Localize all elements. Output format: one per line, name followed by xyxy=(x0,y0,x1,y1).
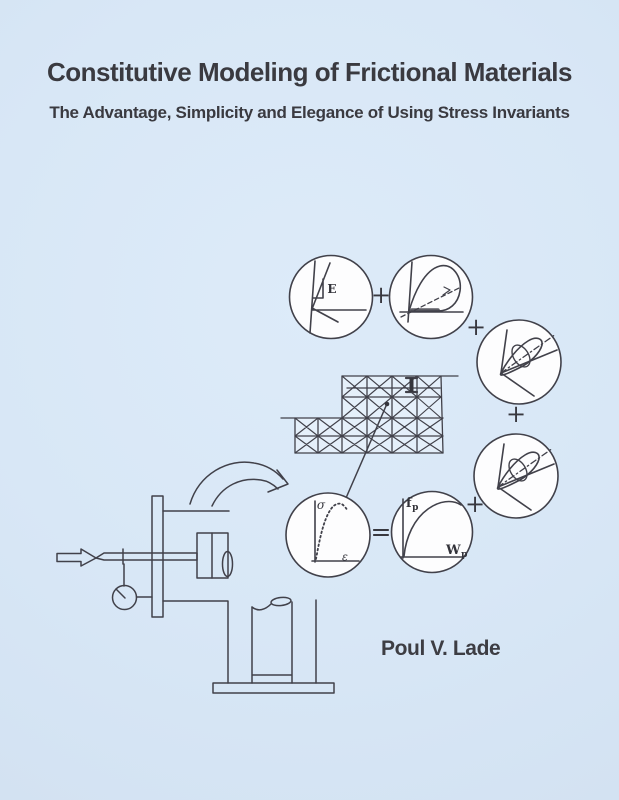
plus-operator: + xyxy=(464,490,486,518)
elastic-modulus-label: E xyxy=(327,282,337,296)
plastic-potential-circle xyxy=(473,433,559,519)
highlighted-element-marker xyxy=(404,376,419,394)
curved-arrow xyxy=(189,461,289,507)
stress-axis-label: σ xyxy=(316,498,326,512)
equals-operator: = xyxy=(370,517,392,547)
reaction-plate xyxy=(151,495,164,618)
loading-rod xyxy=(95,552,198,561)
load-arrow xyxy=(56,548,97,567)
finite-element-mesh xyxy=(280,375,459,454)
stress-strain-curve xyxy=(315,502,348,560)
base-plate xyxy=(212,682,335,694)
hardening-curve xyxy=(403,500,462,557)
pressure-gauge xyxy=(111,584,138,611)
plus-operator: + xyxy=(465,313,487,341)
book-subtitle: The Advantage, Simplicity and Elegance o… xyxy=(49,103,570,122)
axis-arrow-tick xyxy=(442,286,451,296)
soil-specimen xyxy=(251,596,293,684)
mesh-diagonals xyxy=(294,375,444,454)
hydrostatic-axis-dashed xyxy=(400,287,460,318)
mesh-sample-point xyxy=(384,401,390,407)
plastic-work-label: Wp xyxy=(446,543,468,560)
hardening-function-label: fp xyxy=(406,496,419,513)
plus-operator: + xyxy=(370,281,392,309)
plus-operator: + xyxy=(505,400,527,428)
book-title: Constitutive Modeling of Frictional Mate… xyxy=(47,57,573,87)
stress-strain-circle xyxy=(285,492,371,578)
strain-axis-label: ε xyxy=(342,550,348,564)
author-name: Poul V. Lade xyxy=(381,637,501,660)
mesh-body xyxy=(295,376,443,453)
failure-surface-circle xyxy=(476,319,562,405)
test-apparatus xyxy=(56,495,335,694)
yield-surface-circle xyxy=(388,254,474,340)
hardening-curve-circle xyxy=(390,490,474,574)
mesh-to-circle-connector xyxy=(345,405,387,499)
gauge-needle xyxy=(115,588,126,599)
lower-tie-bar xyxy=(162,600,229,684)
load-cell xyxy=(196,532,234,579)
elastic-modulus-circle xyxy=(288,254,374,340)
curved-arrow-head xyxy=(267,469,289,493)
